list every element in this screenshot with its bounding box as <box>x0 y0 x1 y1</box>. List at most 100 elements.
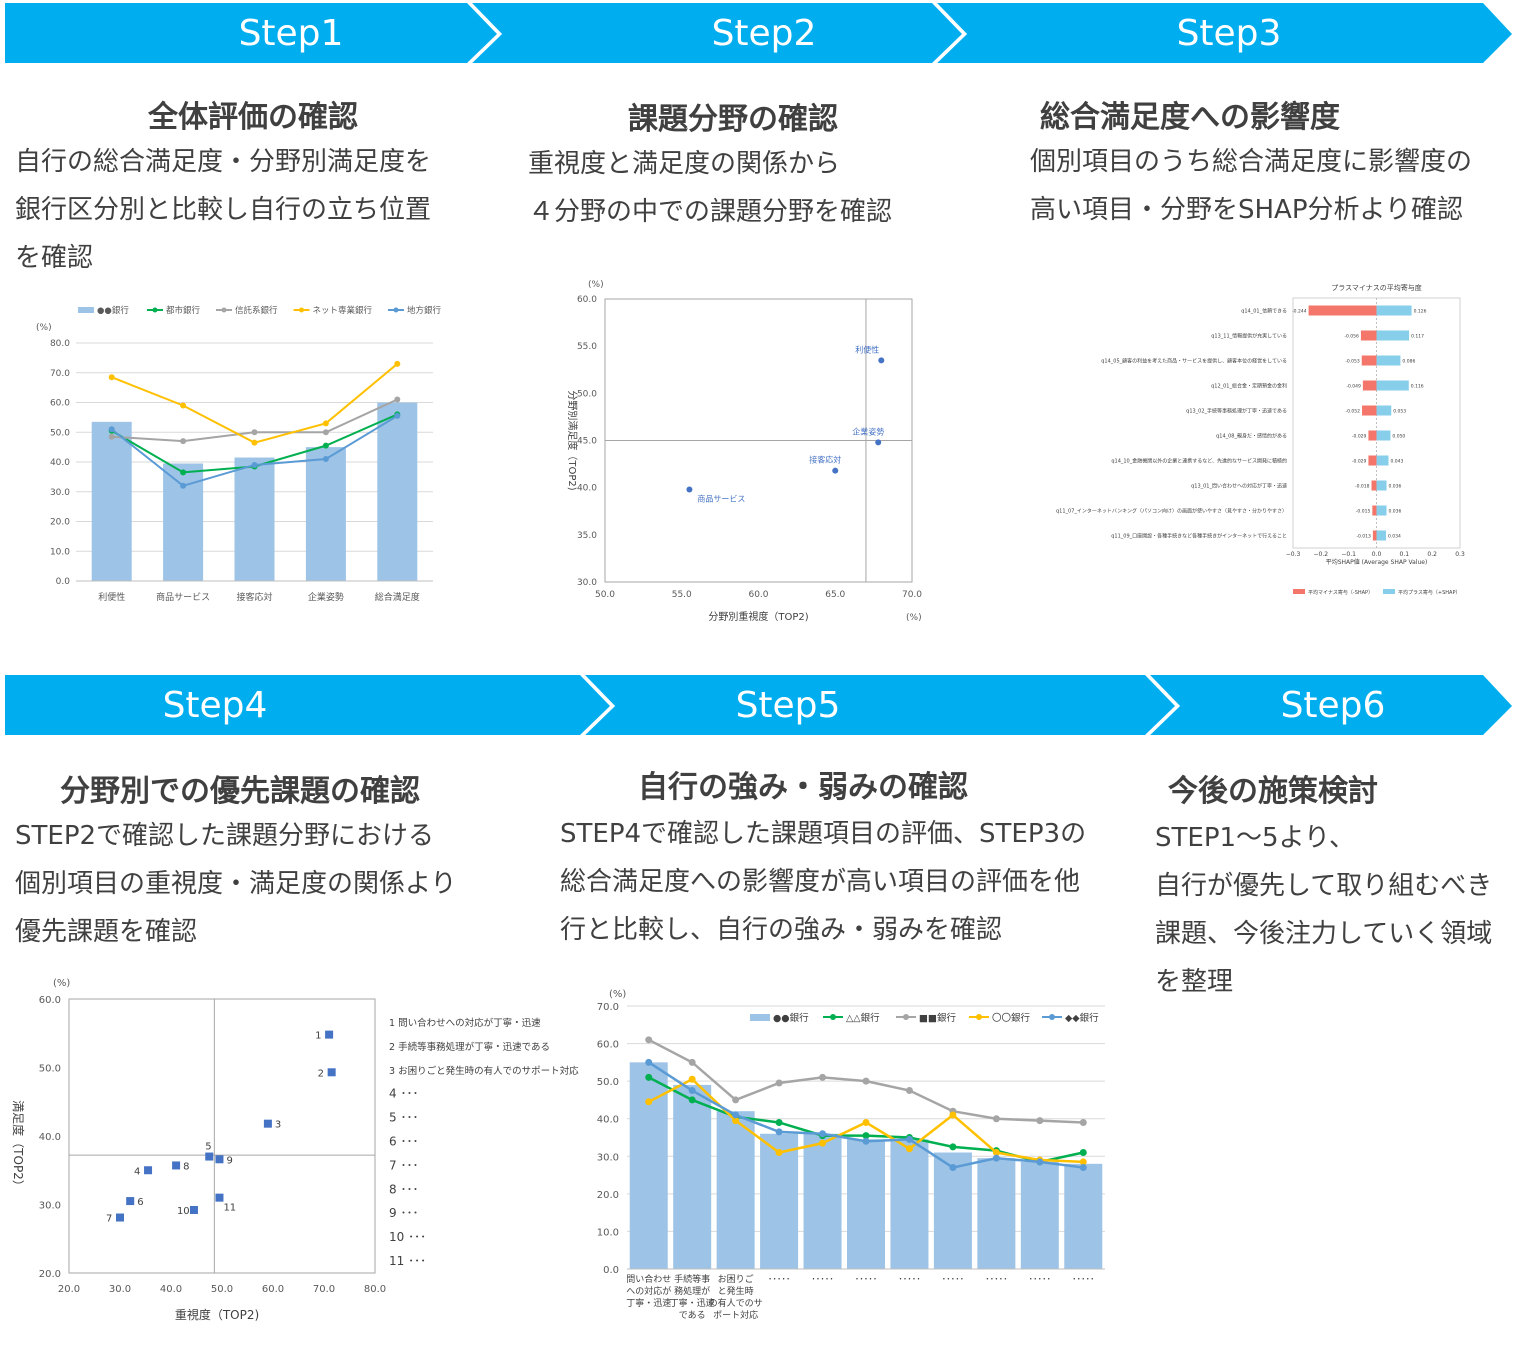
bar <box>977 1158 1016 1269</box>
x-tick-label: 65.0 <box>825 590 845 600</box>
legend-item: 8 ･･･ <box>389 1182 418 1196</box>
step1-bar-line-chart: (%)0.010.020.030.040.050.060.070.080.0●●… <box>36 305 442 603</box>
data-point <box>905 1135 913 1143</box>
legend-marker <box>152 307 158 313</box>
point-label: 5 <box>205 1142 211 1153</box>
point-label: 6 <box>137 1197 143 1208</box>
y-tick-label: 50.0 <box>50 428 70 438</box>
data-point <box>688 1087 696 1095</box>
bar <box>673 1084 712 1269</box>
data-point <box>108 426 115 433</box>
legend-label: △△銀行 <box>846 1012 880 1024</box>
x-tick-label: ･････ <box>942 1275 965 1285</box>
legend-label: 信託系銀行 <box>235 305 278 316</box>
negative-bar <box>1368 455 1377 466</box>
y-axis-title: 分野別満足度（TOP2) <box>566 390 579 490</box>
data-point <box>732 1096 740 1104</box>
item-label: q14_05_顧客の利益を考えた商品・サービスを提供し、顧客本位の経営をしている <box>1101 358 1287 365</box>
scatter-point <box>875 439 882 446</box>
data-point <box>322 420 329 427</box>
y-tick-label: 50.0 <box>39 1064 61 1075</box>
y-tick-label: 30.0 <box>577 578 597 588</box>
data-point <box>251 439 258 446</box>
y-tick-label: 60.0 <box>39 995 61 1006</box>
x-tick-label: 20.0 <box>58 1284 80 1295</box>
data-point <box>819 1130 827 1138</box>
x-tick-label: 手続等事務処理が丁寧・迅速である <box>670 1273 715 1321</box>
y-tick-label: 80.0 <box>50 339 70 349</box>
data-point <box>180 469 187 476</box>
legend-marker <box>221 307 227 313</box>
y-tick-label: 70.0 <box>50 369 70 379</box>
x-axis-title: 平均SHAP値 (Average SHAP Value) <box>1326 558 1428 566</box>
y-tick-label: 40.0 <box>39 1132 61 1143</box>
data-point <box>251 429 258 436</box>
step2-desc: 重視度と満足度の関係から ４分野の中での課題分野を確認 <box>528 149 893 227</box>
y-tick-label: 35.0 <box>577 531 597 541</box>
data-point <box>394 360 401 367</box>
data-point <box>688 1058 696 1066</box>
plot-frame <box>68 998 376 1274</box>
data-point <box>862 1077 870 1085</box>
x-tick-label: 55.0 <box>672 590 692 600</box>
legend-item: 2 手続等事務処理が丁寧・迅速である <box>389 1041 550 1053</box>
x-tick-label: −0.2 <box>1314 551 1329 558</box>
data-point <box>862 1118 870 1126</box>
negative-value: -0.052 <box>1346 409 1361 415</box>
data-point <box>322 429 329 436</box>
data-point <box>180 482 187 489</box>
step6-arrow <box>1148 675 1512 735</box>
negative-value: -0.244 <box>1292 309 1307 315</box>
x-tick-label: 50.0 <box>595 590 615 600</box>
data-point <box>775 1128 783 1136</box>
positive-value: 0.034 <box>1388 534 1401 540</box>
bar <box>629 1062 668 1269</box>
data-point <box>394 412 401 419</box>
positive-bar <box>1376 480 1387 491</box>
data-point <box>1079 1118 1087 1126</box>
step-arrow-row-top: Step1 Step2 Step3 <box>0 1 1518 65</box>
scatter-point <box>263 1119 272 1128</box>
step2-arrow <box>470 3 962 63</box>
bar <box>847 1139 885 1269</box>
step5-desc: STEP4で確認した課題項目の評価、STEP3の 総合満足度への影響度が高い項目… <box>560 819 1087 945</box>
scatter-point <box>116 1213 124 1222</box>
step-arrows-top-svg <box>5 1 1512 65</box>
step3-title: 総合満足度への影響度 <box>1040 100 1340 135</box>
negative-bar <box>1360 330 1377 341</box>
data-point <box>775 1149 783 1157</box>
step6-title: 今後の施策検討 <box>1168 774 1378 809</box>
bar <box>716 1111 755 1269</box>
scatter-point <box>215 1193 224 1202</box>
point-label: 接客応対 <box>809 455 841 465</box>
negative-bar <box>1372 505 1377 516</box>
bar <box>803 1133 842 1269</box>
step1-desc: 自行の総合満足度・分野別満足度を 銀行区分別と比較し自行の立ち位置 を確認 <box>15 147 432 273</box>
legend-label: 都市銀行 <box>166 305 201 316</box>
y-tick-label: 60.0 <box>577 295 597 305</box>
data-point <box>905 1145 913 1153</box>
x-tick-label: 80.0 <box>364 1284 386 1295</box>
bar <box>234 457 275 581</box>
data-point <box>322 456 329 463</box>
point-label: 10 <box>177 1206 190 1217</box>
x-tick-label: お困りごと発生時の有人でのサポート対応 <box>709 1273 763 1321</box>
scatter-point <box>832 467 839 474</box>
y-tick-label: 60.0 <box>50 399 70 409</box>
positive-bar <box>1376 380 1409 391</box>
y-tick-label: 60.0 <box>597 1040 619 1051</box>
legend-label-positive: 平均プラス寄与（+SHAP） <box>1398 589 1460 596</box>
positive-value: 0.043 <box>1390 459 1403 465</box>
bar <box>933 1152 972 1269</box>
y-unit: (%) <box>588 280 604 290</box>
point-label: 9 <box>226 1155 232 1166</box>
legend-swatch <box>78 307 94 313</box>
step2-title: 課題分野の確認 <box>628 102 838 137</box>
scatter-point <box>189 1205 198 1214</box>
x-tick-label: 0.2 <box>1427 551 1437 558</box>
scatter-point <box>878 357 885 364</box>
scatter-point <box>144 1166 153 1175</box>
negative-value: -0.013 <box>1356 534 1371 540</box>
legend-label: ネット専業銀行 <box>313 305 373 316</box>
